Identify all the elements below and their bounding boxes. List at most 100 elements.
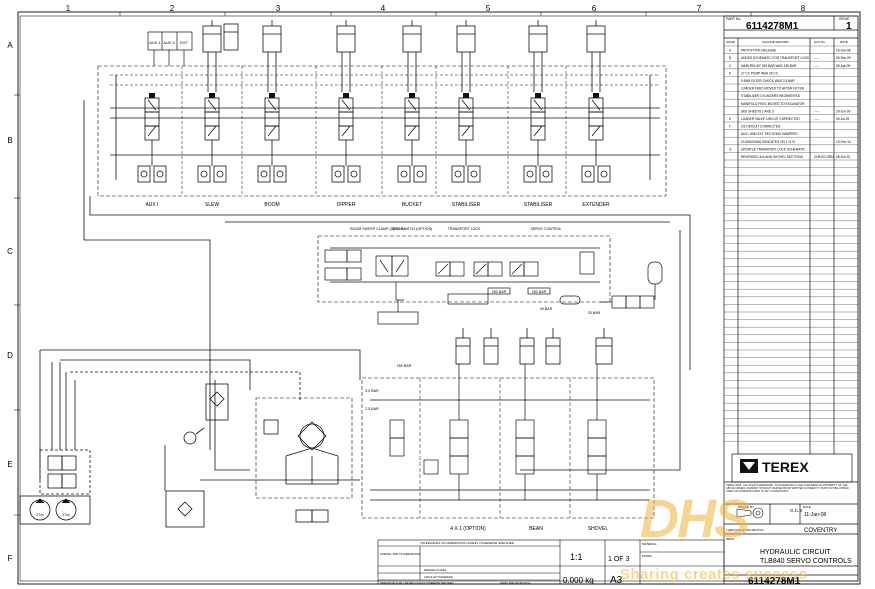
row-label: E <box>7 460 12 469</box>
rev-cell-change: SEE SHEETS 2 AND 3 <box>741 109 774 113</box>
rev-cell-issue: C <box>729 64 732 68</box>
rev-cell-ecn: ----- <box>814 64 819 68</box>
pressure-tag: 35 BAR <box>540 307 553 311</box>
rev-cell-date: 08-Apr-09 <box>836 64 850 68</box>
section-label-4x1: 4 X 1 (OPTION) <box>450 526 486 532</box>
rev-cell-change: MANIFOLD FEED MOVED TO EXCAVATOR <box>741 102 805 106</box>
title-details: DRAWN BY G.C.S DATE 11-Jan-08 THIRD ANGL… <box>726 505 852 587</box>
shovel-valve-bank <box>361 364 655 519</box>
rev-cell-ecn: ----- <box>814 109 819 113</box>
terex-logo: TEREX <box>740 459 809 475</box>
loader-valve-bank <box>97 65 667 197</box>
aux-port-label: EXT <box>180 40 188 45</box>
tank <box>165 490 205 528</box>
column-ticks <box>119 12 752 16</box>
rev-cell-date: 09-Jul-09 <box>836 117 850 121</box>
manifold-label: SERVO CONTROL <box>530 227 561 231</box>
manifold-label: TRANSPORT LOCK <box>448 227 481 231</box>
pressure-tag: 25 BAR <box>588 311 601 315</box>
rev-cell-ecn: ----- <box>814 117 819 121</box>
issue-number: 1 <box>846 21 852 32</box>
description-line-1: HYDRAULIC CIRCUIT <box>760 549 832 556</box>
rev-cell-issue: A <box>729 49 732 53</box>
revision-row: MANIFOLD FEED MOVED TO EXCAVATOR <box>741 102 805 106</box>
rev-col-issue: ISSUE <box>726 40 735 44</box>
pump-label: 27cc <box>62 513 70 517</box>
row-label: D <box>7 351 13 360</box>
dims-note: DIMENSIONS IN MILLIMETRES UNLESS OTHERWI… <box>380 582 454 585</box>
pressure-tag: 3.5 BAR <box>365 389 379 393</box>
loader-section: STABILISER <box>507 20 553 208</box>
rev-cell-ecn: ----- <box>814 56 819 60</box>
servo-pump-block <box>255 397 353 523</box>
rev-cell-change: ADDED SCHEMATIC FOR TRANSPORT LOCK <box>741 56 810 60</box>
tolerance-header: TOLERANCES ON DIMENSIONS UNLESS OTHERWIS… <box>420 541 515 545</box>
col-label: 1 <box>66 4 71 13</box>
title-block-header: PART No. 6114278M1 ISSUE 1 ISSUE CHANGE … <box>726 17 852 44</box>
rev-cell-change: REVERSED 4x4 AND SHOVEL SECTIONS <box>741 155 803 159</box>
section-label: SLEW <box>205 202 219 208</box>
pressure-tag: 250 BAR <box>397 364 412 368</box>
finish-label: FINISH <box>642 554 652 558</box>
rev-cell-change: LOADER FEED MOVED TO AFTER FILTER <box>741 87 805 91</box>
row-label: B <box>7 136 12 145</box>
drawn-by: G.C.S <box>790 508 802 513</box>
loader-section: DIPPER <box>315 20 361 208</box>
section-label: BUCKET <box>402 202 422 208</box>
rev-cell-date: 08-Oct-10 <box>836 155 850 159</box>
material-label: MATERIAL <box>642 542 657 546</box>
company-block <box>724 453 858 576</box>
loader-section: AUX I <box>137 93 167 208</box>
col-label: 6 <box>592 4 597 13</box>
revision-row: AUX I AND EXT SECTIONS SWAPPED <box>741 132 798 136</box>
rev-cell-change: MAIN RELIEF 250 BAR WAS 235 BAR <box>741 64 797 68</box>
loader-section: BOOM <box>241 20 287 208</box>
loader-section: EXTENDER <box>565 20 611 208</box>
drawn-label: DRAWN BY <box>738 505 754 509</box>
rev-cell-change: LOADER VALVE CIRCUIT CORRECTED <box>741 117 800 121</box>
rev-cell-change: PROTOTYPE RELEASE <box>741 49 776 53</box>
aux-port-label: AUX 2 <box>163 40 175 45</box>
watermark-text: Sharing creates success <box>620 566 808 583</box>
rev-cell-date: 15-Feb-10 <box>836 140 851 144</box>
bottom-part-number: 6114278M1 <box>748 576 801 587</box>
paper-size: A3 <box>610 575 623 586</box>
pressure-tag: 250 BAR <box>492 290 507 294</box>
row-ticks <box>14 94 20 516</box>
return-lines <box>39 100 691 491</box>
rev-col-change: CHANGE RECORD <box>762 40 790 44</box>
rev-cell-change: AUX I AND EXT SECTIONS SWAPPED <box>741 132 798 136</box>
row-label: F <box>8 554 13 563</box>
servo-manifold-block <box>317 235 663 325</box>
aux-port-block <box>147 31 193 66</box>
revision-grid-lines <box>724 45 858 442</box>
section-label: AUX I <box>145 202 158 208</box>
col-label: 5 <box>486 4 491 13</box>
column-labels: 1 2 3 4 5 6 7 8 <box>66 4 806 13</box>
copyright-notice: TEREX 2008 - ALL RIGHTS RESERVED. THIS D… <box>726 484 849 494</box>
section-label: STABILISER <box>524 202 553 208</box>
location: COVENTRY <box>804 528 837 534</box>
pressure-tag: 250 BAR <box>532 290 547 294</box>
col-label: 2 <box>170 4 175 13</box>
tolerance-text: TOLERANCES ON DIMENSIONS UNLESS OTHERWIS… <box>380 541 657 586</box>
revision-row: CUSHIONING INDICATED ON 1 % %15-Feb-10 <box>741 140 851 144</box>
col-label: 8 <box>801 4 806 13</box>
revision-row: 5 BAR FILTER CHECK WAS 3.5 BAR <box>741 79 795 83</box>
section-label: DIPPER <box>337 202 356 208</box>
title-block-frame <box>723 15 859 582</box>
tolerance-label-decimal: DECIMAL PLACES <box>424 568 447 572</box>
tolerance-label-angular: ANGULAR TOLERANCE <box>424 575 453 579</box>
rev-cell-ecn: CHECO-ORN <box>814 155 834 159</box>
pump-unit <box>19 449 91 525</box>
col-label: 4 <box>381 4 386 13</box>
rev-cell-date: 29-Jun-09 <box>836 109 851 113</box>
section-label: EXTENDER <box>582 202 610 208</box>
projection-label: THIRD ANGLE PROJECTION <box>726 528 763 532</box>
